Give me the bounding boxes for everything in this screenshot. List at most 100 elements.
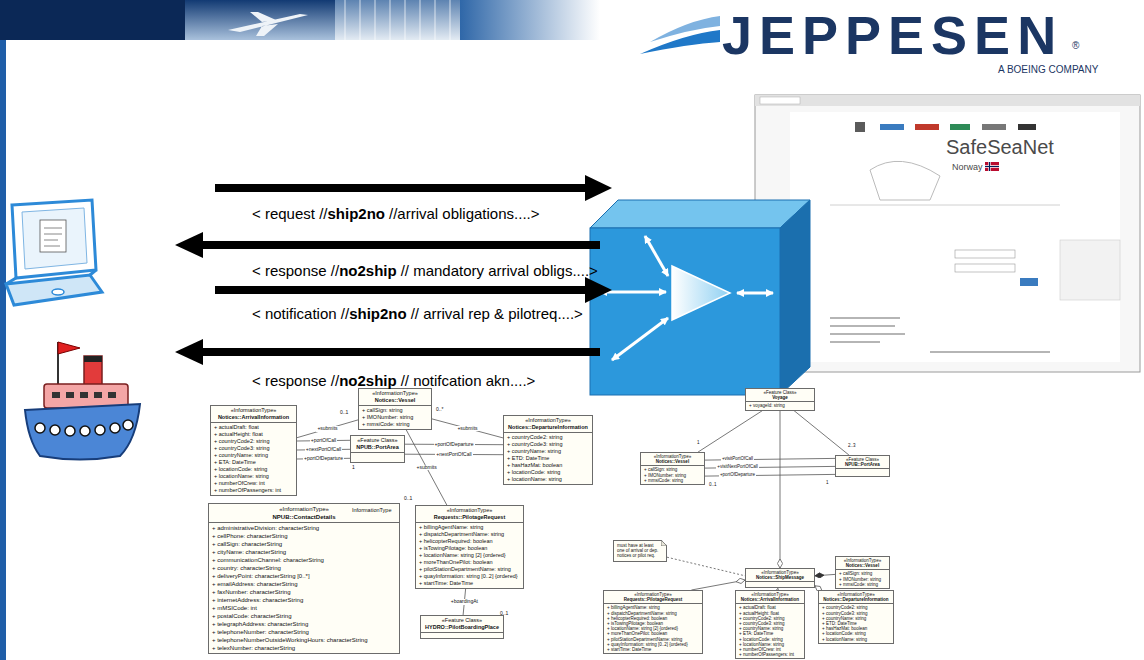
multiplicity: 0..1	[340, 410, 348, 416]
note-fold	[661, 540, 667, 546]
direction-code: ship2no	[327, 205, 385, 222]
attribute: + countryCode2: string	[507, 434, 563, 441]
windows	[52, 392, 116, 398]
class-header: «InformationType»Notices::Vessel	[836, 557, 889, 570]
screenshot-title: Norway	[952, 162, 983, 172]
stereotype: «Feature Class»	[442, 617, 482, 624]
attribute: + locationName: string	[822, 637, 867, 642]
class-header: «InformationType»Notices::Vessel	[641, 453, 704, 466]
direction-code: ship2no	[349, 305, 407, 322]
class-attributes: + callSign: string+ IMONumber: string+ m…	[836, 570, 889, 588]
class-attributes	[421, 633, 503, 638]
class-box: «InformationType»Notices::Vessel+ callSi…	[358, 388, 432, 430]
message-label-row: < request //ship2no//arrival obligations…	[252, 205, 539, 222]
message-arrows	[175, 175, 612, 365]
attribute: + internetAddress: characterString	[212, 596, 303, 604]
class-header: «InformationType»Requests::PilotageReque…	[604, 591, 702, 604]
note-corner	[661, 540, 667, 546]
website-screenshot	[755, 95, 1140, 372]
porthole	[123, 420, 133, 430]
class-header: «Feature Class»NPUB::PortArea	[351, 436, 404, 453]
arrow-shaft	[215, 184, 588, 192]
class-attributes: + callSign: string+ IMONumber: string+ m…	[641, 466, 704, 484]
banner-photo	[335, 0, 460, 40]
portholes	[35, 420, 133, 436]
stereotype: «Feature Class»	[357, 437, 397, 444]
arrow-shaft	[200, 348, 600, 356]
attribute: + ETD: DateTime	[822, 621, 857, 626]
class-header: «Feature Class»Voyage	[746, 389, 814, 402]
attribute: + dispatchDepartmentName: string	[419, 531, 504, 538]
document-lines	[44, 228, 62, 246]
attribute: + ETA: DateTime	[739, 631, 773, 636]
attribute: + moreThanOnePilot: boolean	[607, 631, 667, 636]
attribute: + telephoneNumber: characterString	[212, 628, 309, 636]
registered-mark: ®	[1072, 40, 1079, 52]
class-attributes	[836, 469, 889, 476]
attribute: + quayInformation: string [0..2] {ordere…	[607, 642, 688, 647]
attribute: + hasHazMat: boolean	[822, 626, 867, 631]
class-box: «InformationType»Notices::Vessel+ callSi…	[835, 556, 890, 589]
attribute: + callSign: characterString	[212, 540, 282, 548]
multiplicity: 0..*	[436, 407, 444, 413]
message-text: < request //	[252, 205, 327, 222]
attribute: + locationName: string	[214, 473, 269, 480]
attribute: + countryName: string	[822, 616, 866, 621]
class-box: «InformationType»Notices::ArrivalInforma…	[735, 590, 805, 659]
box-top	[590, 200, 810, 228]
attribute: + callSign: string	[644, 467, 677, 472]
message-text: // notifcation akn....>	[401, 372, 536, 389]
class-box: «InformationType»Notices::Vessel+ callSi…	[640, 452, 705, 485]
attribute: + countryCode2: string	[739, 616, 784, 621]
airplane	[228, 12, 308, 36]
message-text: // mandatory arrival obligs....>	[401, 262, 598, 279]
direction-code: no2ship	[339, 262, 397, 279]
class-box: «InformationType»Requests::PilotageReque…	[415, 505, 524, 589]
attribute: + helicopterRequired: boolean	[607, 616, 667, 621]
class-attributes: + countryCode2: string+ countryCode3: st…	[819, 604, 893, 642]
association-line	[794, 411, 849, 455]
attribute: + emailAddress: characterString	[212, 580, 298, 588]
attribute: + mmsiCode: string	[644, 478, 683, 483]
banner-stripes	[345, 0, 450, 40]
attribute: + billingAgentName: string	[607, 605, 660, 610]
class-box: «Feature Class»NPUB::PortArea	[835, 455, 890, 477]
porthole	[65, 426, 75, 436]
class-name: HYDRO::PilotBoardingPlace	[425, 624, 499, 631]
hull	[25, 404, 140, 460]
attribute: + mMSICode: int	[212, 604, 257, 612]
partner-logo	[915, 124, 939, 130]
attribute: + IMONumber: string	[362, 414, 413, 421]
porthole	[95, 425, 105, 435]
browser-tab	[760, 97, 800, 104]
role-label: +nextPortOfCall	[305, 447, 342, 453]
class-box: «InformationType»Notices::ShipMessage	[745, 568, 815, 588]
input-box	[955, 264, 1015, 272]
attribute: + telephoneNumberOutsideWorkingHours: ch…	[212, 636, 367, 644]
class-header: «Feature Class»NPUB::PortArea	[836, 456, 889, 469]
role-label: +visitNextPortOfCall	[716, 465, 758, 470]
attribute: + dispatchDepartmentName: string	[607, 611, 677, 616]
class-attributes: + administrativeDivision: characterStrin…	[209, 523, 399, 653]
attribute: + countryName: string	[214, 452, 268, 459]
multiplicity: 2..3	[848, 443, 856, 448]
funnel-top	[84, 356, 102, 362]
class-name: Notices::ArrivalInformation	[741, 597, 799, 602]
attribute: + pilotStationDepartmentName: string	[607, 637, 682, 642]
arrow-shaft	[215, 286, 588, 294]
class-header: «InformationType»Requests::PilotageReque…	[416, 506, 523, 523]
attribute: + countryCode2: string	[822, 605, 867, 610]
attribute: + numberOfCrew: int	[739, 647, 781, 652]
note-text: must have at least one of arrival or dep…	[617, 543, 659, 559]
stereotype: «InformationType»	[634, 592, 671, 597]
attribute: + voyageId: string	[749, 403, 785, 408]
association-line	[698, 411, 762, 452]
association-line	[780, 411, 781, 568]
attribute: + locationName: string	[739, 642, 784, 647]
class-attributes: + actualDraft: float+ actualHeight: floa…	[736, 604, 804, 658]
porthole	[110, 423, 120, 433]
class-attributes: + callSign: string+ IMONumber: string+ m…	[359, 406, 431, 429]
message-label-row: < notification //ship2no// arrival rep &…	[252, 305, 583, 322]
arrow-shaft	[200, 241, 600, 249]
swoosh	[640, 30, 720, 54]
